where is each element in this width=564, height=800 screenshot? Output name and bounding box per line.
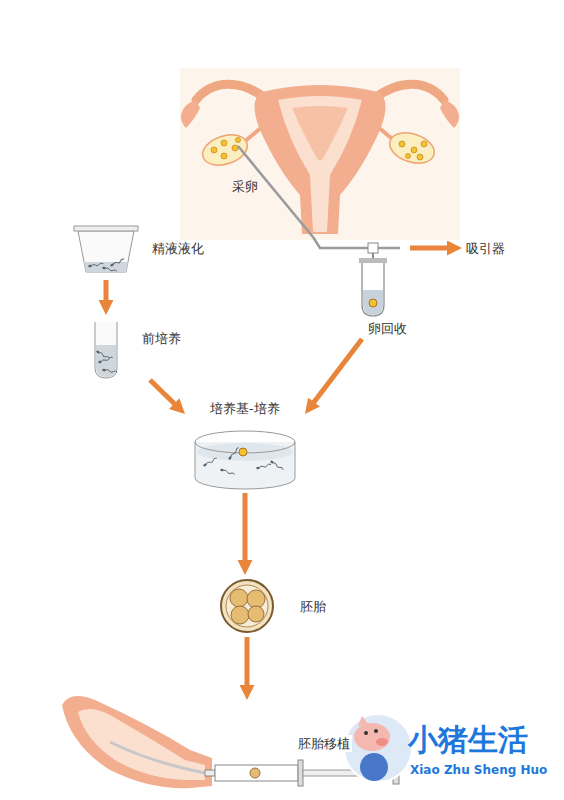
ovary [199, 130, 251, 171]
step-label: 胚胎 [300, 598, 326, 615]
flow-arrow [150, 380, 179, 408]
step-label: 卵回收 [368, 320, 407, 337]
step-group: 培养基-培养 [185, 398, 305, 493]
step-label: 胚胎移植 [296, 735, 352, 752]
watermark-logo [344, 714, 412, 782]
ovary [386, 128, 438, 169]
step-group: 前培养 [88, 315, 193, 380]
step-group: 胚胎移植 [55, 700, 402, 797]
flow-arrow [310, 339, 362, 407]
embryo [221, 580, 273, 632]
flow-arrow [245, 637, 250, 691]
flow-arrow [243, 493, 248, 566]
step-label: 吸引器 [466, 240, 505, 257]
flow-arrow [410, 246, 453, 251]
step-group: 胚胎 [215, 575, 345, 637]
step-label: 精液液化 [152, 240, 204, 257]
uterus-side-view [62, 696, 212, 788]
step-group: 精液液化 [70, 222, 220, 280]
step-group: 吸引器 [462, 238, 522, 260]
semen-cup [74, 226, 138, 273]
step-label: 前培养 [142, 330, 181, 347]
step-group: 卵回收 [355, 240, 410, 339]
step-label: 采卵 [232, 178, 258, 195]
culture-dish [195, 431, 295, 489]
collection-tube [355, 243, 400, 316]
watermark-text: Xiao Zhu Sheng Huo [410, 763, 547, 778]
flow-arrow [313, 237, 355, 248]
watermark-text: 小猪生活 [408, 722, 528, 758]
step-group: 采卵 [185, 65, 460, 237]
step-label: 培养基-培养 [210, 400, 280, 417]
flow-arrow [104, 280, 109, 306]
uterus-front-view [180, 68, 460, 240]
culture-tube [95, 322, 118, 378]
